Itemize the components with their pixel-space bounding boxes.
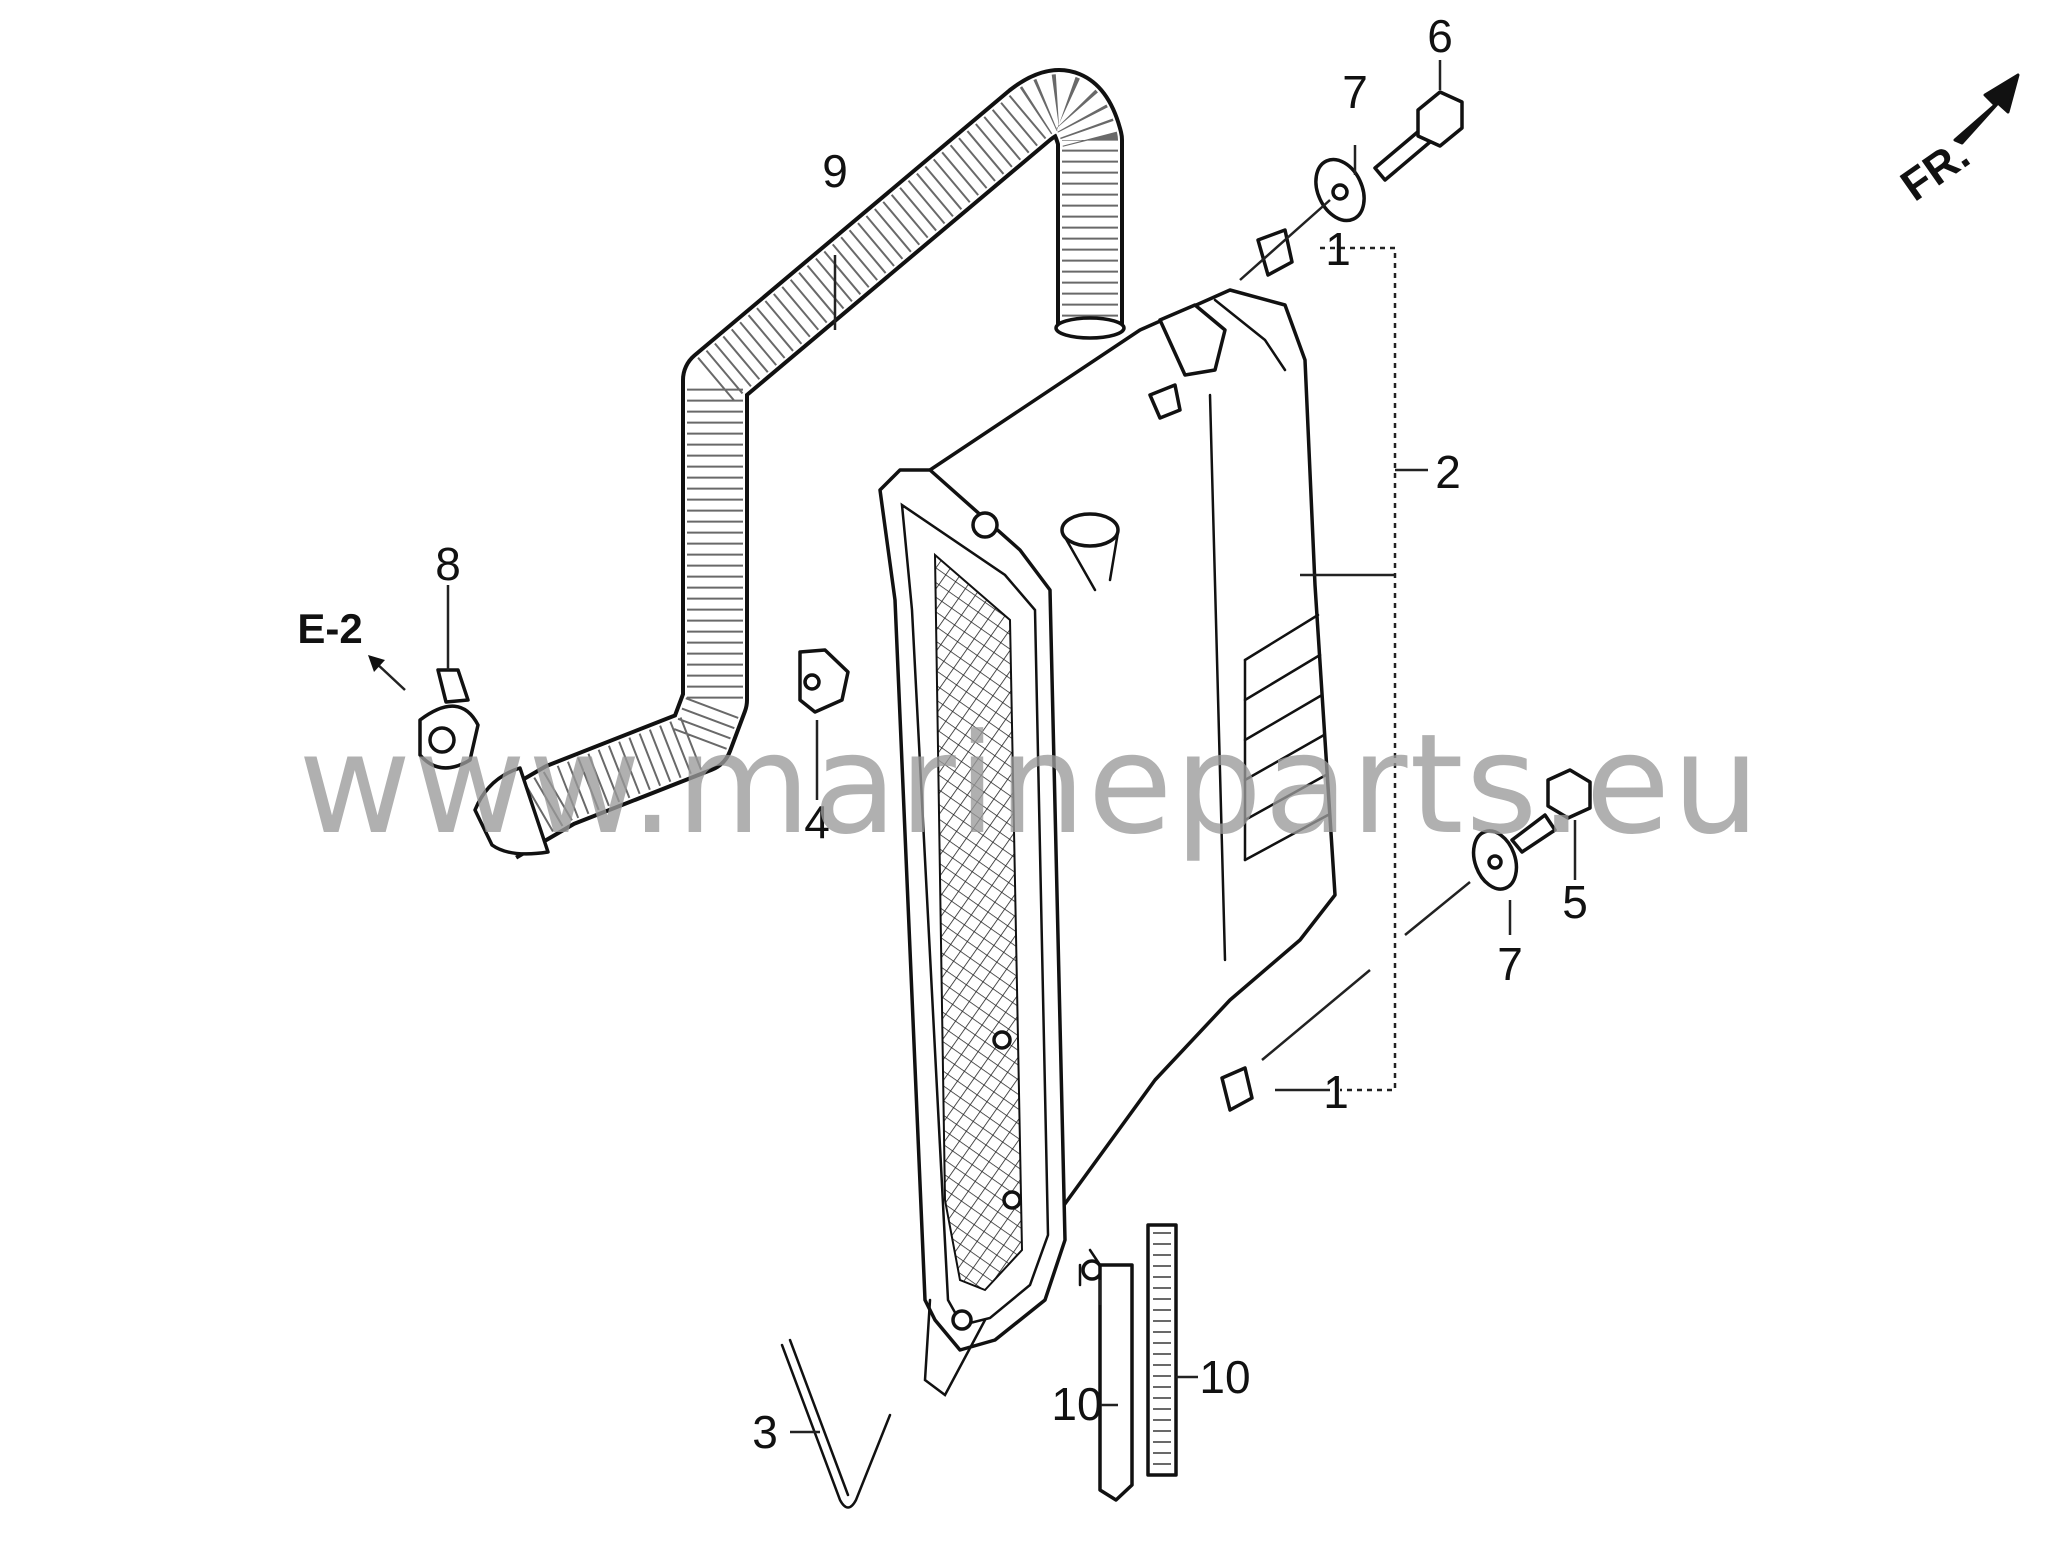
axis-line-top [1239,199,1331,281]
hose-clamp [418,668,480,770]
callout-4: 4 [804,796,830,848]
air-cleaner-case [878,288,1337,1397]
breather-hose [473,68,1126,860]
callout-9: 9 [822,145,848,197]
callout-10-left: 10 [1051,1378,1102,1430]
wire-spring [780,1338,892,1509]
grommet-bottom [1220,1066,1254,1112]
callout-7-bottom: 7 [1497,938,1523,990]
callout-8: 8 [435,538,461,590]
clip [798,648,850,714]
callout-5: 5 [1562,876,1588,928]
watermark: www.marineparts.eu [298,704,1761,865]
washer-bottom [1471,829,1519,891]
callout-2: 2 [1435,446,1461,498]
callout-7-top: 7 [1342,66,1368,118]
reference-label-e2: E-2 [297,605,362,652]
bolt-bottom [1510,768,1592,854]
front-direction-arrow-icon [1953,73,2020,145]
bolt-top [1373,90,1464,182]
drain-tube-right [1146,1223,1178,1477]
axis-line-bottom [1261,881,1471,1061]
washer-top [1314,157,1366,223]
callout-1-bottom: 1 [1323,1066,1349,1118]
front-label: FR. [1892,130,1978,211]
callout-3: 3 [752,1406,778,1458]
callout-6: 6 [1427,10,1453,62]
callout-10-right: 10 [1199,1351,1250,1403]
drain-tube-left [1088,1248,1134,1502]
reference-arrow-icon [368,655,406,691]
callout-1-top: 1 [1325,223,1351,275]
callout-leaders [446,60,1577,1434]
